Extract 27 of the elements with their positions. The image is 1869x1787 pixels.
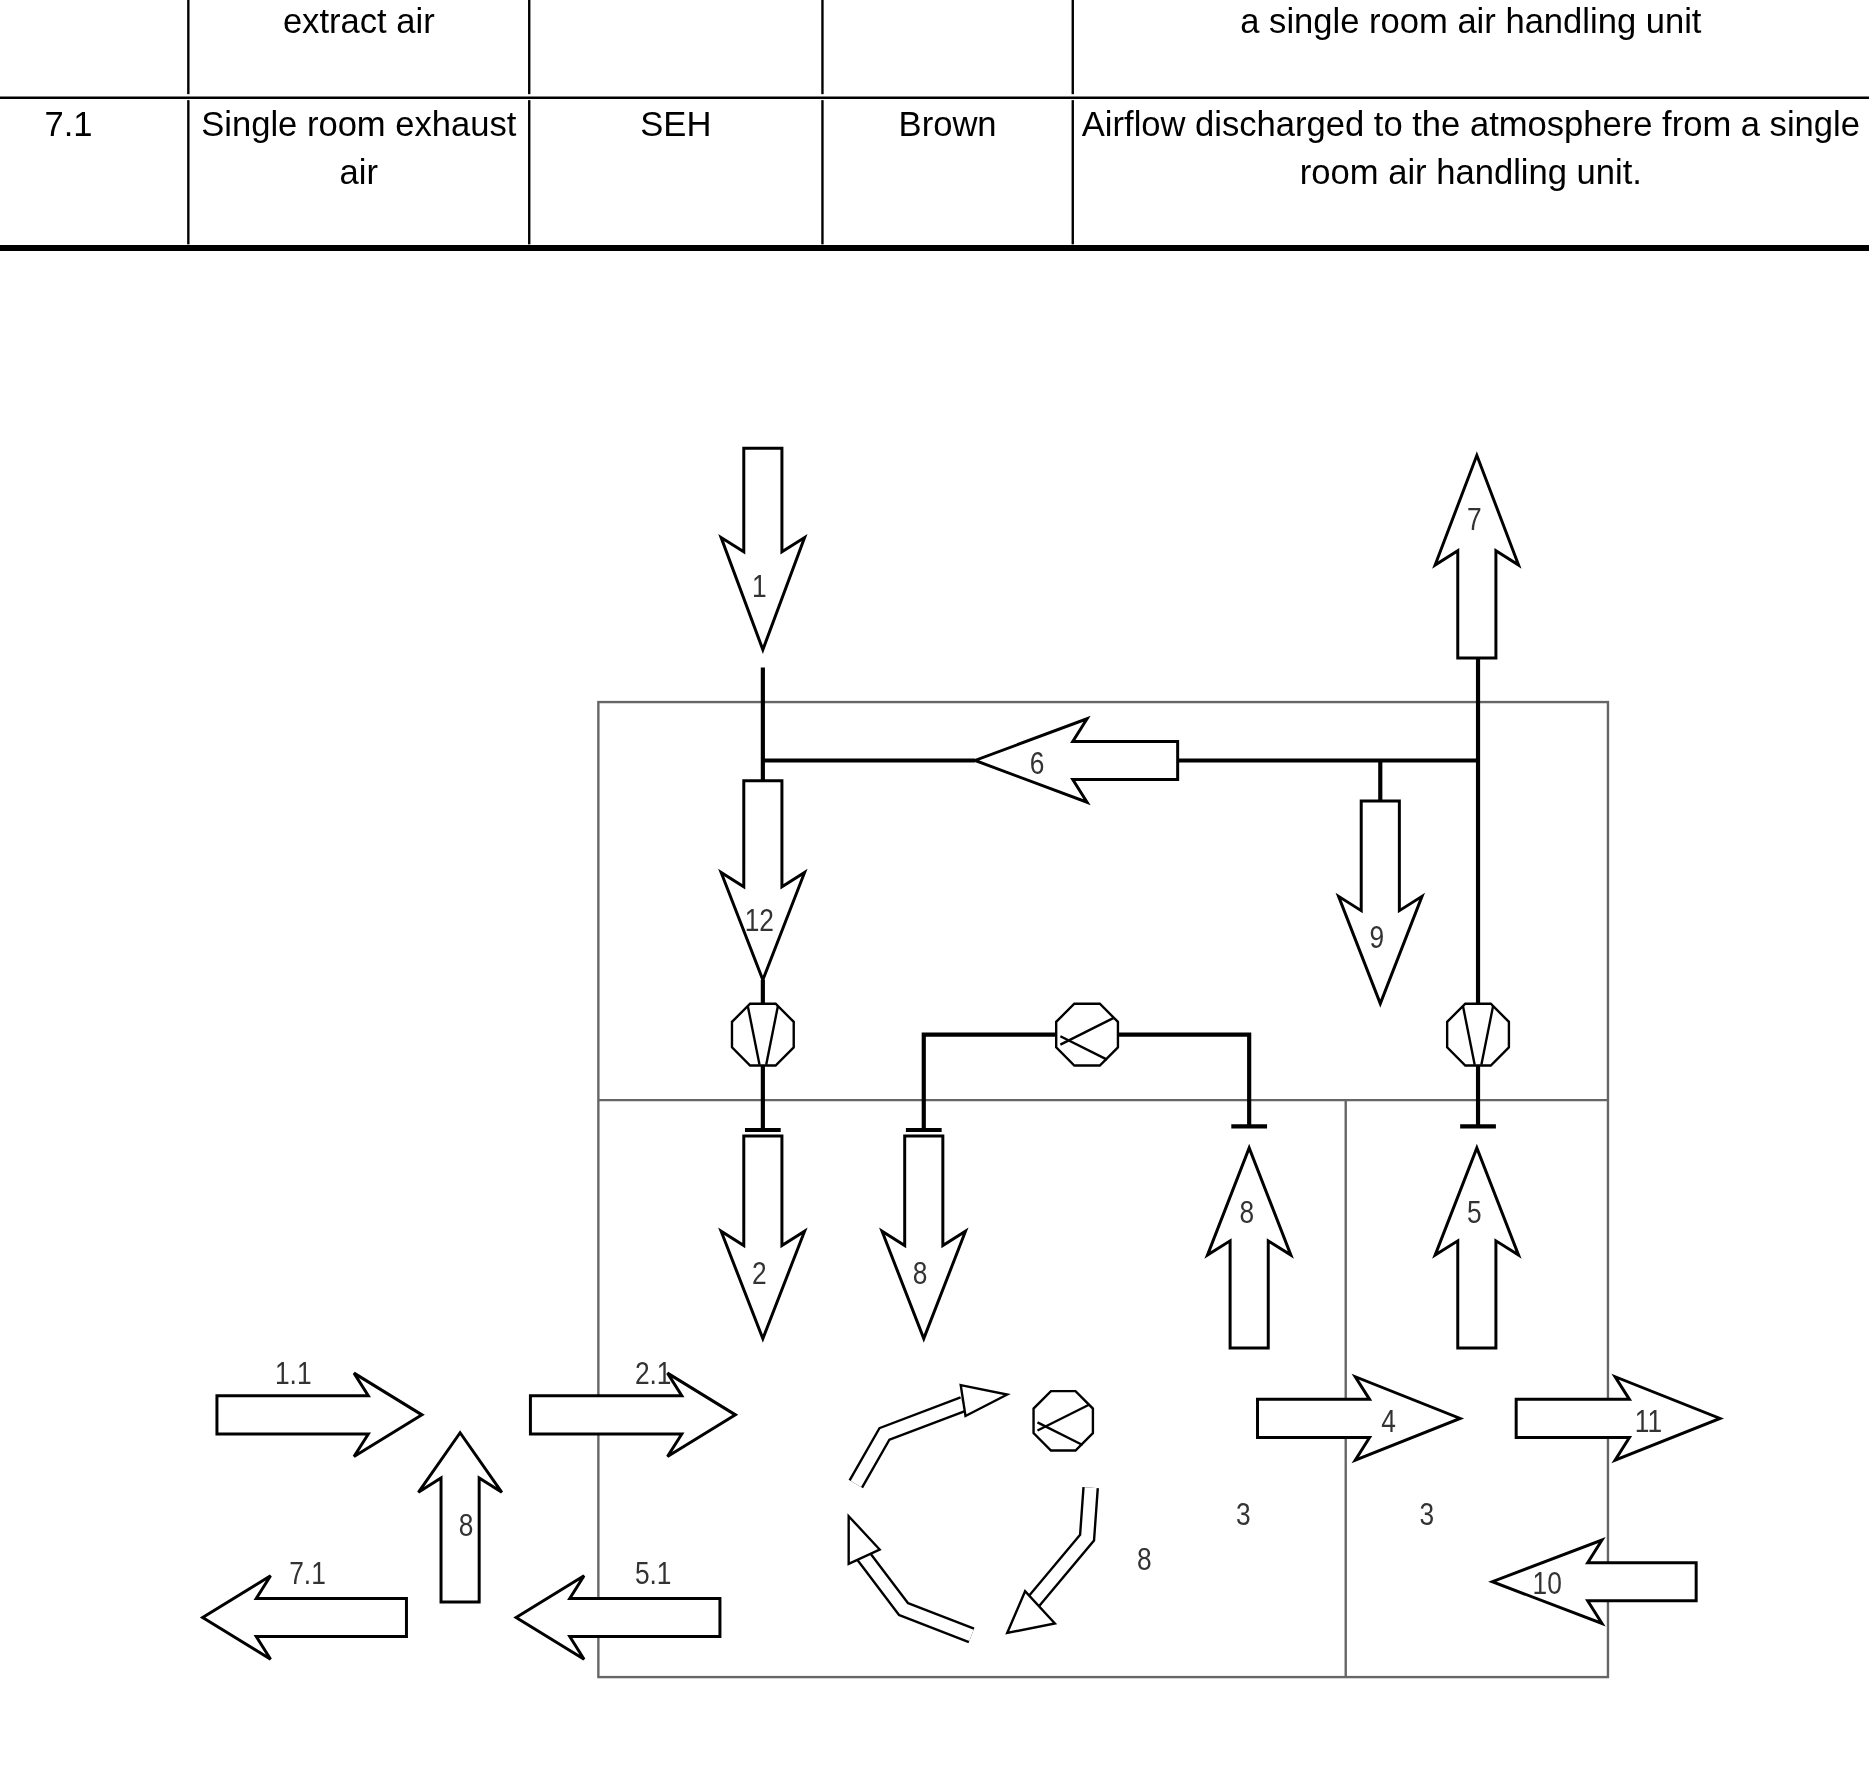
arrow-number: 9 [1369, 920, 1385, 954]
zone-number: 3 [1419, 1497, 1435, 1531]
arrow-number: 10 [1532, 1566, 1562, 1600]
table-cell-text: extract air [281, 1, 436, 43]
arrow-number: 2 [751, 1256, 767, 1290]
arrow-number: 8 [1239, 1195, 1255, 1229]
table-cell-text: Brown [897, 103, 998, 146]
zone-number: 8 [1136, 1542, 1152, 1576]
arrow-number: 11 [1634, 1404, 1663, 1438]
table-cell-text: 7.1 [43, 103, 94, 146]
arrow-number: 6 [1029, 746, 1045, 780]
arrow-number: 1 [751, 569, 767, 604]
table-cell-text: a single room air handling unit [1239, 1, 1703, 43]
arrow-number: 2.1 [634, 1356, 672, 1390]
arrow-number: 8 [912, 1256, 928, 1290]
table-cell-text: Single room exhaust air [200, 103, 518, 193]
arrow-number: 8 [458, 1509, 474, 1543]
arrow-number: 5 [1467, 1195, 1482, 1229]
arrow-number: 1.1 [274, 1356, 312, 1390]
zone-number: 3 [1235, 1497, 1251, 1531]
arrow-number: 7.1 [289, 1556, 326, 1591]
arrow-number: 7 [1467, 503, 1482, 537]
table-cell-text: SEH [639, 103, 713, 146]
arrow-number: 5.1 [634, 1556, 672, 1591]
arrow-number: 12 [744, 903, 774, 937]
table-cell-text: Airflow discharged to the atmosphere from a single room air handling unit. [1080, 103, 1861, 193]
arrow-number: 4 [1381, 1404, 1396, 1438]
